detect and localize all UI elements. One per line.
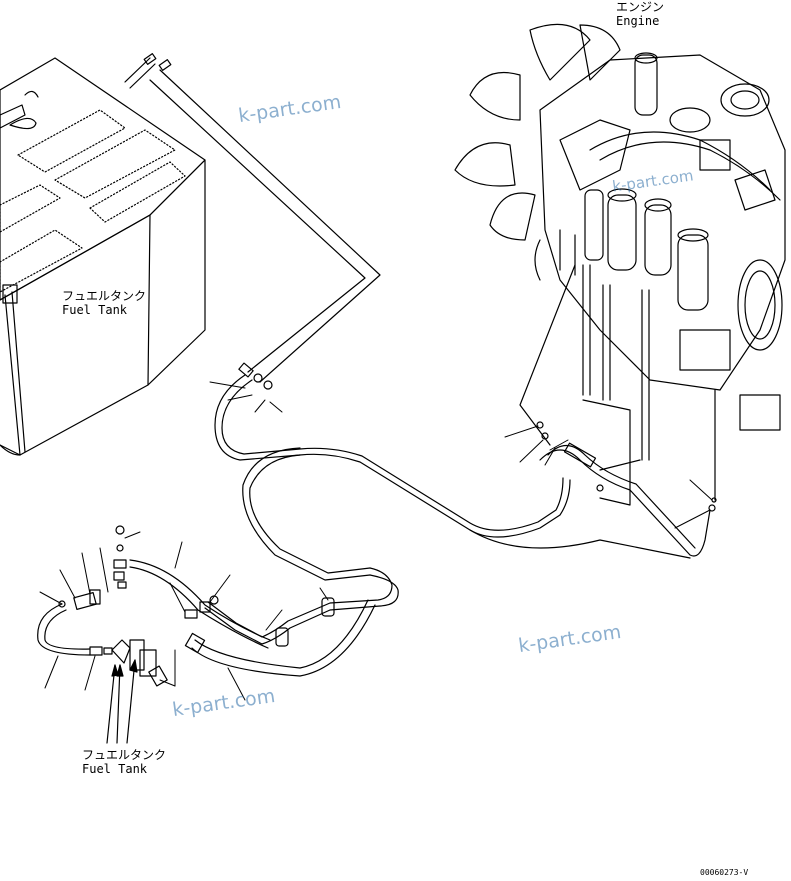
fuel-tank-top-label: フュエルタンク Fuel Tank xyxy=(62,289,146,317)
fuel-tank-bottom-label-en: Fuel Tank xyxy=(82,762,148,776)
lower-hose-assembly xyxy=(37,525,399,744)
main-fuel-hoses xyxy=(214,362,717,581)
engine-leader-lines xyxy=(519,264,641,506)
engine-label-jp: エンジン xyxy=(616,0,665,14)
drawing-number: 00060273-V xyxy=(700,868,749,877)
engine-label-en: Engine xyxy=(616,14,660,28)
fuel-tank-bottom-label-jp: フュエルタンク xyxy=(82,748,167,762)
fuel-tank-top-label-en: Fuel Tank xyxy=(62,303,128,317)
callout-leaders xyxy=(39,381,713,701)
engine-label: エンジン Engine xyxy=(616,0,664,28)
fuel-tank-bottom-label: フュエルタンク Fuel Tank xyxy=(82,748,166,776)
fuel-tank-drawing xyxy=(0,57,206,456)
engine-drawing xyxy=(454,23,786,501)
fuel-tank-top-label-jp: フュエルタンク xyxy=(62,289,147,303)
tank-return-pipe xyxy=(124,53,381,383)
